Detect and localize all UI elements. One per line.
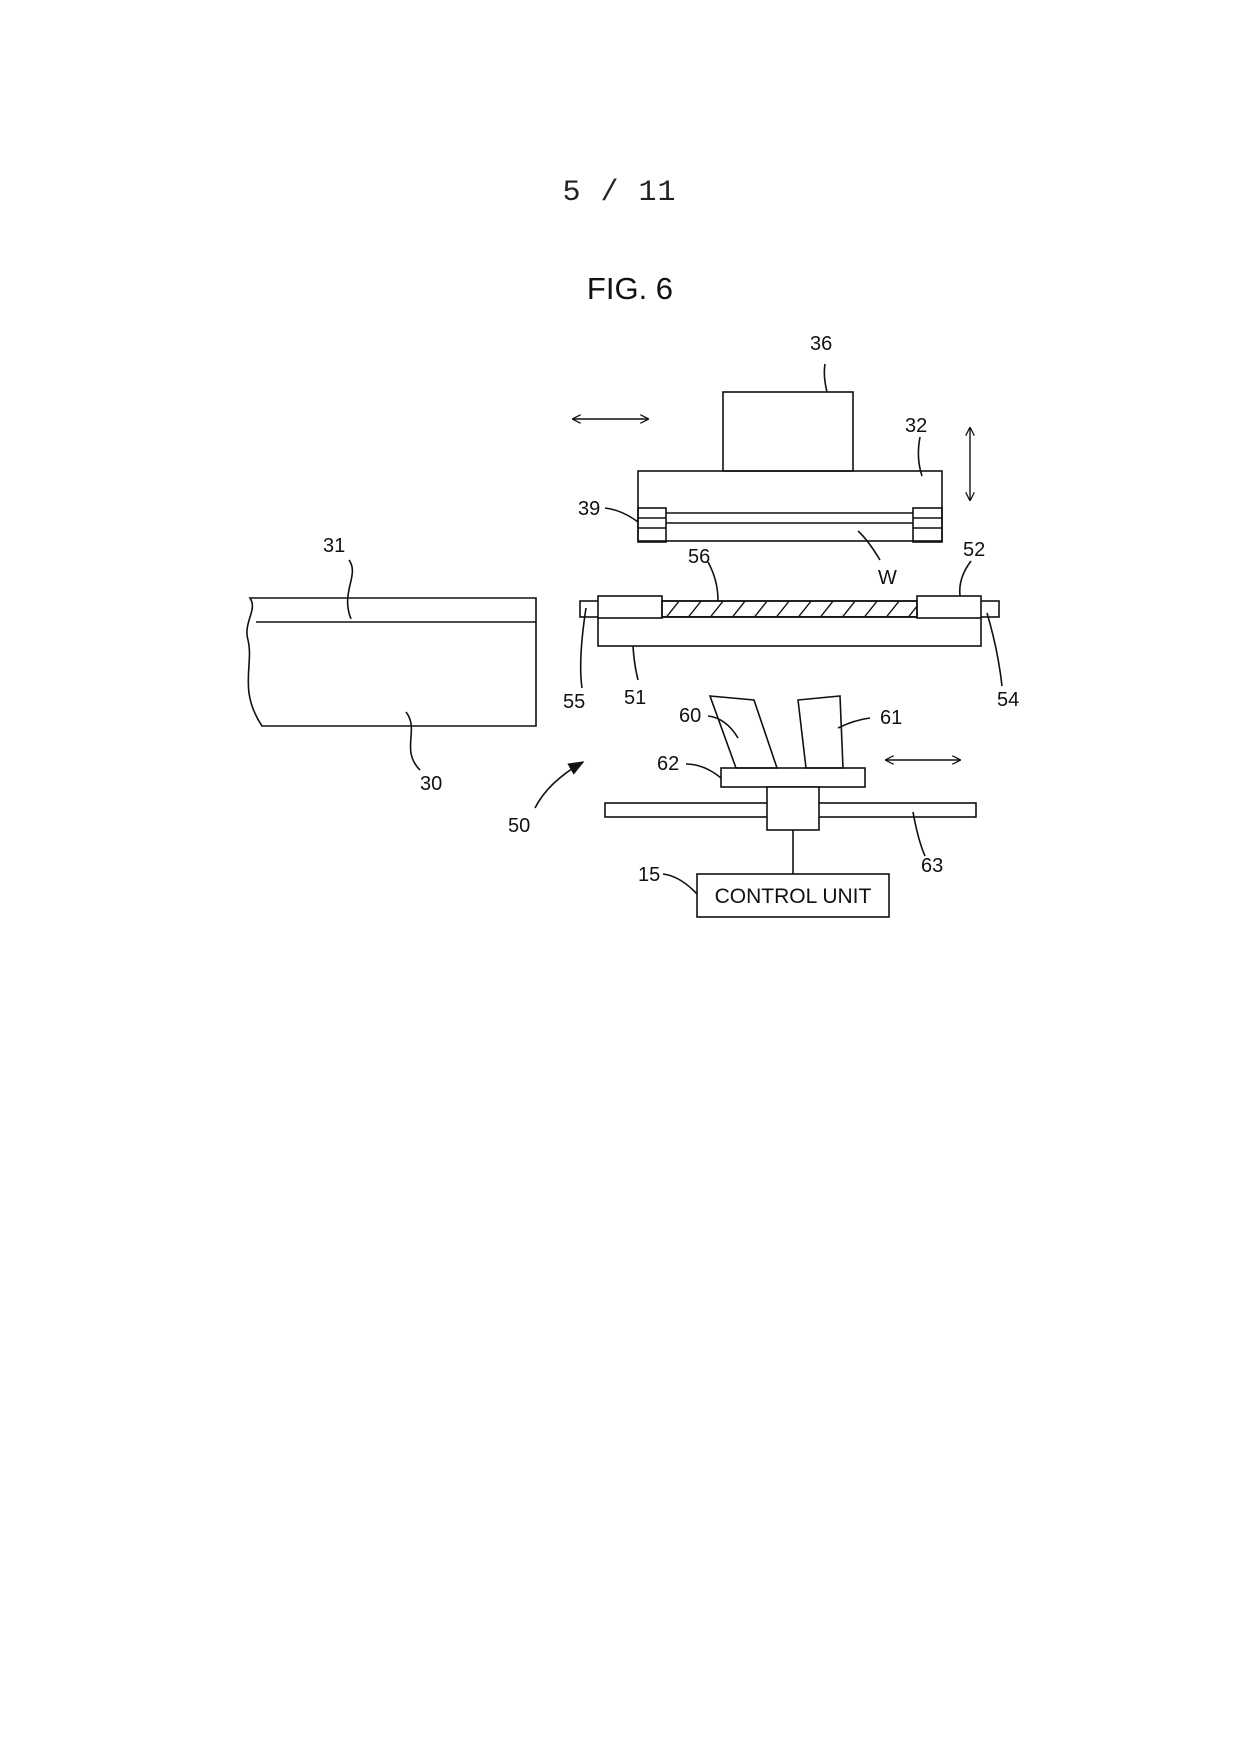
leader-w [857,530,881,561]
leader-61 [837,717,871,729]
label-w: W [878,567,897,589]
label-15: 15 [638,864,660,886]
head-60 [708,695,779,769]
leader-15 [662,873,698,895]
chuck-39-right [912,507,943,543]
label-30: 30 [420,773,442,795]
leader-56 [707,561,719,602]
holder-52-right [916,595,982,619]
leader-39 [604,507,639,523]
label-56: 56 [688,546,710,568]
leader-62 [685,763,722,779]
label-36: 36 [810,333,832,355]
label-51: 51 [624,687,646,709]
plate-32 [637,470,943,542]
label-32: 32 [905,415,927,437]
slider-block [766,786,820,831]
label-63: 63 [921,855,943,877]
label-54: 54 [997,689,1019,711]
leader-30 [405,711,421,771]
label-50: 50 [508,815,530,837]
label-31: 31 [323,535,345,557]
leader-55 [579,607,587,689]
structure-30 [246,597,537,727]
leader-63 [912,811,926,857]
leader-60 [707,715,739,739]
leader-51 [632,645,639,681]
page-number: 5 / 11 [562,176,677,210]
carriage-62 [720,767,866,788]
leader-52 [958,560,972,597]
label-62: 62 [657,753,679,775]
block-36 [722,391,854,472]
head-61 [797,695,844,769]
figure-title: FIG. 6 [586,271,674,306]
label-52: 52 [963,539,985,561]
label-61: 61 [880,707,902,729]
holder-52-left [597,595,663,619]
base-51 [597,616,982,647]
label-55: 55 [563,691,585,713]
leader-54 [986,612,1003,687]
control-unit-box [696,873,890,918]
chuck-39-left [637,507,667,543]
control-unit-label: CONTROL UNIT [715,885,872,908]
leader-31 [346,559,354,620]
label-60: 60 [679,705,701,727]
label-39: 39 [578,498,600,520]
hatched-member-56 [661,600,918,618]
leader-36 [823,363,828,393]
leader-32 [917,436,923,477]
arrow-50 [534,761,585,809]
